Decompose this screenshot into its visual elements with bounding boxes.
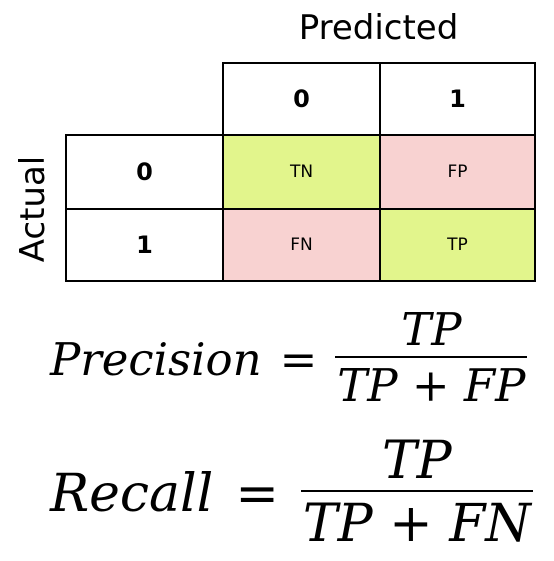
precision-numerator: TP bbox=[401, 303, 462, 356]
recall-fraction: TP TP + FN bbox=[300, 431, 533, 556]
column-header-1: 1 bbox=[379, 62, 536, 136]
column-header-0: 0 bbox=[222, 62, 381, 136]
equals-sign: = bbox=[235, 464, 279, 524]
predicted-axis-title: Predicted bbox=[298, 8, 459, 48]
precision-label: Precision bbox=[50, 332, 262, 386]
fraction-bar bbox=[335, 356, 528, 358]
recall-formula: Recall = TP TP + FN bbox=[50, 432, 533, 556]
recall-numerator: TP bbox=[382, 431, 452, 491]
precision-formula: Precision = TP TP + FP bbox=[50, 303, 528, 414]
cell-true-negative: TN bbox=[222, 134, 381, 210]
cell-false-negative: FN bbox=[222, 208, 381, 282]
precision-denominator: TP + FP bbox=[337, 359, 526, 412]
recall-label: Recall bbox=[50, 464, 214, 524]
cell-true-positive: TP bbox=[379, 208, 536, 282]
row-header-1: 1 bbox=[65, 208, 224, 282]
row-header-0: 0 bbox=[65, 134, 224, 210]
equals-sign: = bbox=[279, 332, 318, 386]
precision-fraction: TP TP + FP bbox=[335, 303, 528, 414]
recall-denominator: TP + FN bbox=[302, 494, 531, 554]
fraction-bar bbox=[300, 490, 533, 492]
actual-axis-title: Actual bbox=[13, 155, 53, 263]
cell-false-positive: FP bbox=[379, 134, 536, 210]
